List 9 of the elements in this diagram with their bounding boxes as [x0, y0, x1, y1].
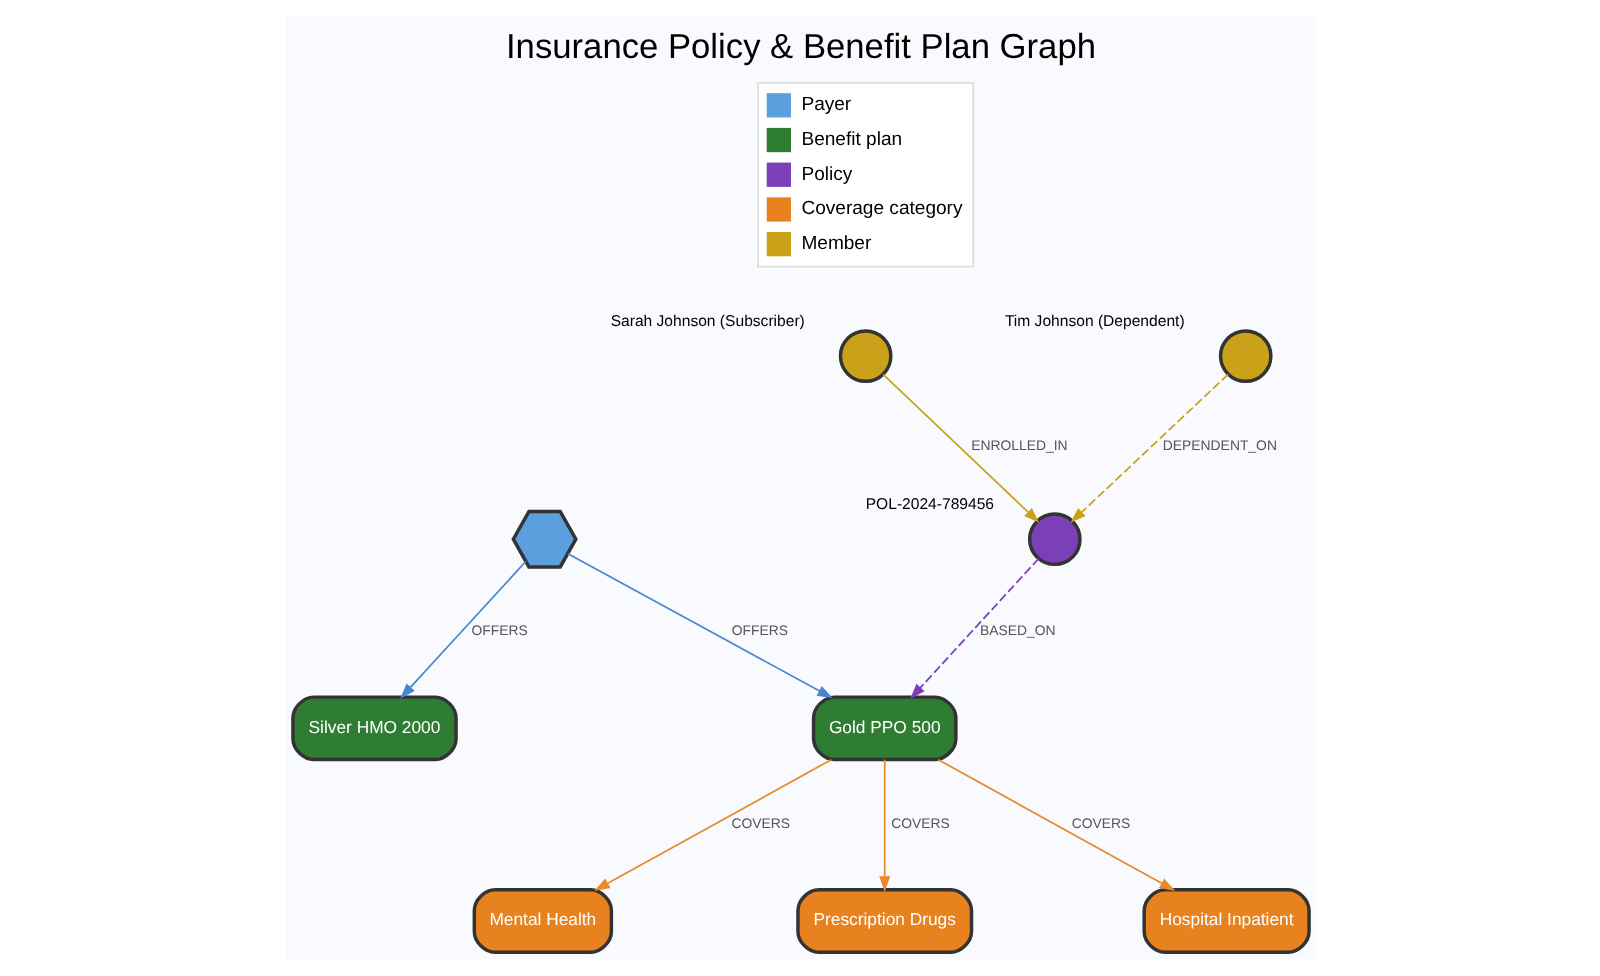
node-label: Sarah Johnson (Subscriber): [609, 312, 804, 331]
legend-label: Coverage category: [800, 198, 962, 221]
legend-label: Policy: [800, 163, 852, 186]
diagram-title: Insurance Policy & Benefit Plan Graph: [504, 26, 1096, 67]
node-label: POL-2024-789456: [864, 495, 994, 514]
legend-label: Payer: [800, 94, 851, 117]
legend-label: Member: [800, 233, 871, 256]
node-label: Tim Johnson (Dependent): [1003, 312, 1184, 331]
legend-label: Benefit plan: [800, 128, 902, 151]
